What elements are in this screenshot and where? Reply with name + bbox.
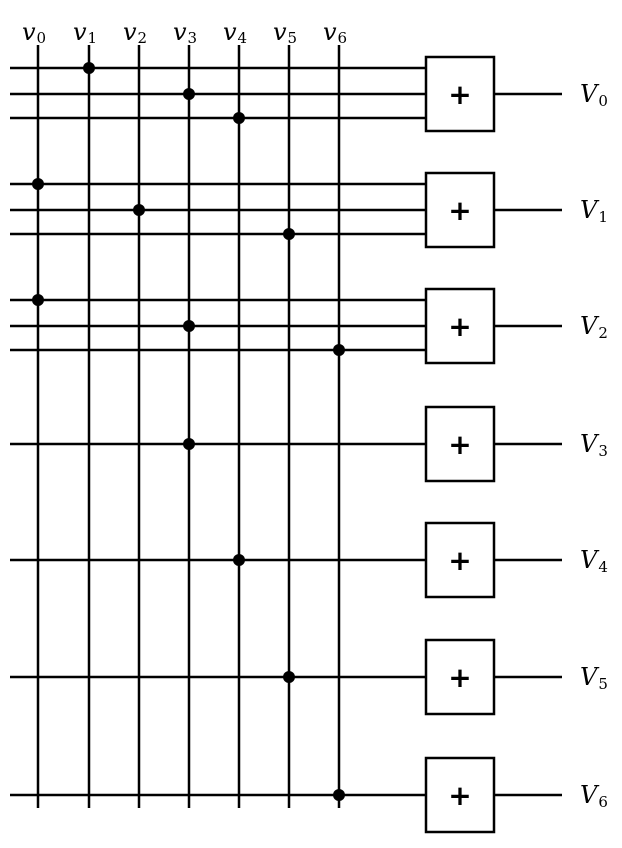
input-lines — [36, 45, 341, 808]
adder-plus-V5: + — [448, 661, 471, 694]
output-label-V2: V2 — [580, 312, 608, 342]
input-label-v4: v4 — [223, 18, 247, 47]
tap-dot-V2-v3 — [183, 320, 195, 332]
adder-plus-V4: + — [448, 544, 471, 577]
tap-dot-V4-v4 — [233, 554, 245, 566]
tap-dot-V0-v3 — [183, 88, 195, 100]
input-labels: v0 v1 v2 v3 v4 v5 v6 — [22, 18, 347, 47]
output-label-V5: V5 — [580, 663, 608, 693]
output-label-V3: V3 — [580, 430, 608, 460]
input-label-v2: v2 — [123, 18, 147, 47]
input-label-v3: v3 — [173, 18, 197, 47]
output-label-V1: V1 — [580, 196, 608, 226]
input-label-v5: v5 — [273, 18, 297, 47]
output-label-V4: V4 — [580, 546, 608, 576]
adder-box-V4 — [424, 521, 496, 599]
tap-dot-V5-v5 — [283, 671, 295, 683]
adder-plus-V6: + — [448, 779, 471, 812]
input-label-v1: v1 — [73, 18, 97, 47]
tap-dot-V0-v4 — [233, 112, 245, 124]
output-label-V6: V6 — [580, 781, 608, 811]
adder-box-V2 — [424, 287, 496, 365]
tap-dot-V6-v6 — [333, 789, 345, 801]
adder-box-V0 — [424, 55, 496, 133]
output-label-V0: V0 — [580, 80, 608, 110]
tap-dot-V0-v1 — [83, 62, 95, 74]
tap-dot-V2-v0 — [32, 294, 44, 306]
adder-plus-V2: + — [448, 310, 471, 343]
tap-dot-V1-v0 — [32, 178, 44, 190]
tap-dot-V2-v6 — [333, 344, 345, 356]
adder-plus-V3: + — [448, 428, 471, 461]
output-lines — [494, 92, 562, 797]
tap-dot-V3-v3 — [183, 438, 195, 450]
tap-dots — [32, 62, 345, 801]
tap-dot-V1-v2 — [133, 204, 145, 216]
tap-lines — [10, 66, 426, 797]
tap-dot-V1-v5 — [283, 228, 295, 240]
input-label-v6: v6 — [323, 18, 347, 47]
input-label-v0: v0 — [22, 18, 46, 47]
adder-boxes: + + + + + + + — [424, 55, 496, 834]
adder-plus-V0: + — [448, 78, 471, 111]
adder-box-V5 — [424, 638, 496, 716]
adder-plus-V1: + — [448, 194, 471, 227]
